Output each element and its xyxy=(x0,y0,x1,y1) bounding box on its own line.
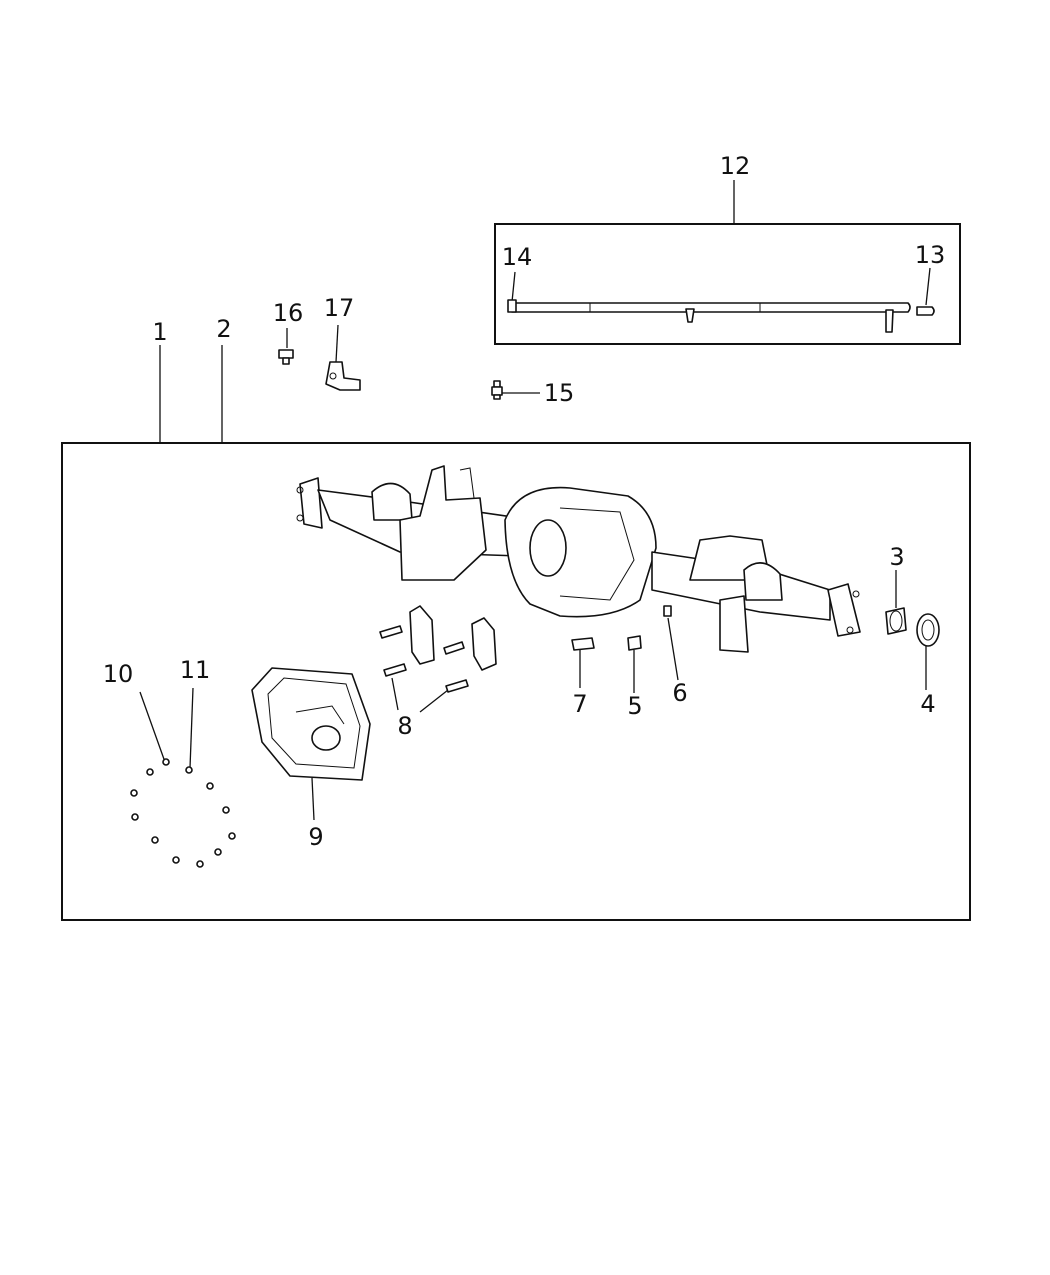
axle-housing xyxy=(296,465,861,653)
callout-14: 14 xyxy=(502,243,533,271)
callout-10: 10 xyxy=(103,660,134,688)
callout-6: 6 xyxy=(672,679,687,707)
axle-shaft xyxy=(507,299,911,333)
breather-fitting xyxy=(491,380,503,400)
speed-sensor xyxy=(325,361,361,391)
callout-16: 16 xyxy=(273,299,304,327)
callout-3: 3 xyxy=(889,543,904,571)
callout-17: 17 xyxy=(324,294,355,322)
callout-2: 2 xyxy=(216,315,231,343)
axle-bearing xyxy=(885,607,907,635)
fill-plug xyxy=(627,635,642,651)
axle-seal xyxy=(916,613,940,647)
drain-plug xyxy=(663,605,672,617)
callout-13: 13 xyxy=(915,241,946,269)
shaft-end-fitting xyxy=(916,306,935,316)
sensor-bolt xyxy=(278,349,294,365)
shaft-kit-frame xyxy=(494,223,961,345)
callout-5: 5 xyxy=(627,692,642,720)
cover-bolts xyxy=(130,758,236,868)
callout-7: 7 xyxy=(572,690,587,718)
identification-tag xyxy=(571,637,595,651)
callout-9: 9 xyxy=(308,823,323,851)
differential-cover xyxy=(251,667,371,781)
callout-11: 11 xyxy=(180,656,211,684)
callout-4: 4 xyxy=(920,690,935,718)
leader-lines xyxy=(139,180,931,821)
callout-1: 1 xyxy=(152,318,167,346)
callout-15: 15 xyxy=(544,379,575,407)
bearing-caps-and-bolts xyxy=(379,605,497,693)
axle-assembly-frame xyxy=(61,442,971,921)
callout-8: 8 xyxy=(397,712,412,740)
callout-12: 12 xyxy=(720,152,751,180)
